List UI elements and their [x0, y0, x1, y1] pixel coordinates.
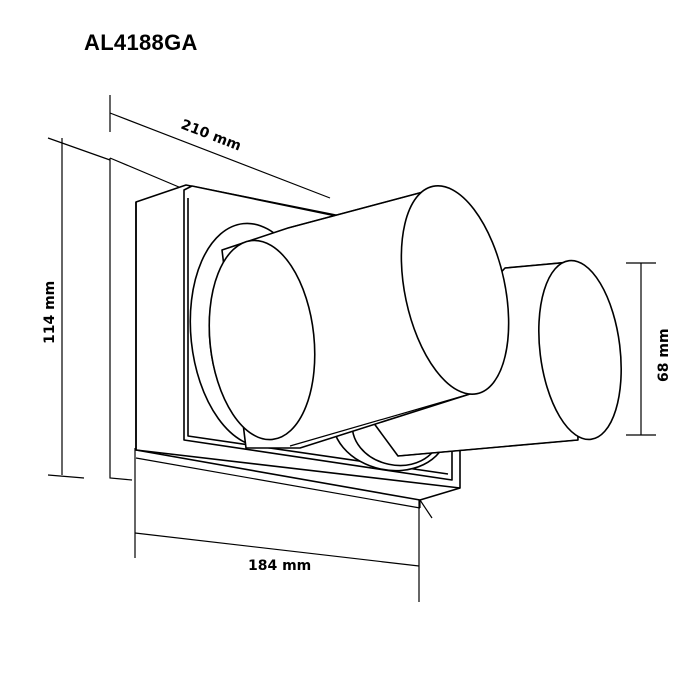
mounting-plane: [109, 157, 433, 519]
plane-edge: [419, 499, 433, 519]
dimension-bottom-width: 184 mm: [134, 448, 420, 602]
dimension-line: [134, 532, 420, 567]
rear-head-top-edge: [504, 261, 569, 269]
dimension-label-height: 114 mm: [42, 281, 58, 344]
front-head-bottom-edge: [289, 393, 471, 447]
dimension-label-bottom-width: 184 mm: [248, 558, 311, 574]
front-head-back-edge: [208, 239, 316, 441]
product-code: AL4188GA: [84, 30, 198, 55]
dimension-label-top-width: 210 mm: [179, 117, 244, 155]
rear-head-bottom-edge: [397, 439, 579, 457]
rear-head-face: [538, 259, 622, 441]
front-head-face: [400, 184, 510, 396]
plane-edge: [109, 158, 133, 481]
spot-head-front: [189, 184, 510, 449]
dimension-head-diameter: 68 mm: [626, 262, 672, 436]
front-head-top-edge: [287, 187, 439, 229]
frame-bottom-edge-inner: [135, 457, 421, 509]
dimension-top-width: 210 mm: [109, 95, 331, 199]
frame-bottom-edge: [135, 202, 461, 501]
dimension-label-head-diameter: 68 mm: [656, 328, 672, 382]
plane-edge: [109, 157, 187, 191]
dimension-line: [109, 112, 331, 199]
extension-line: [47, 137, 111, 161]
dimension-height: 114 mm: [42, 137, 111, 479]
extension-line: [47, 474, 85, 479]
